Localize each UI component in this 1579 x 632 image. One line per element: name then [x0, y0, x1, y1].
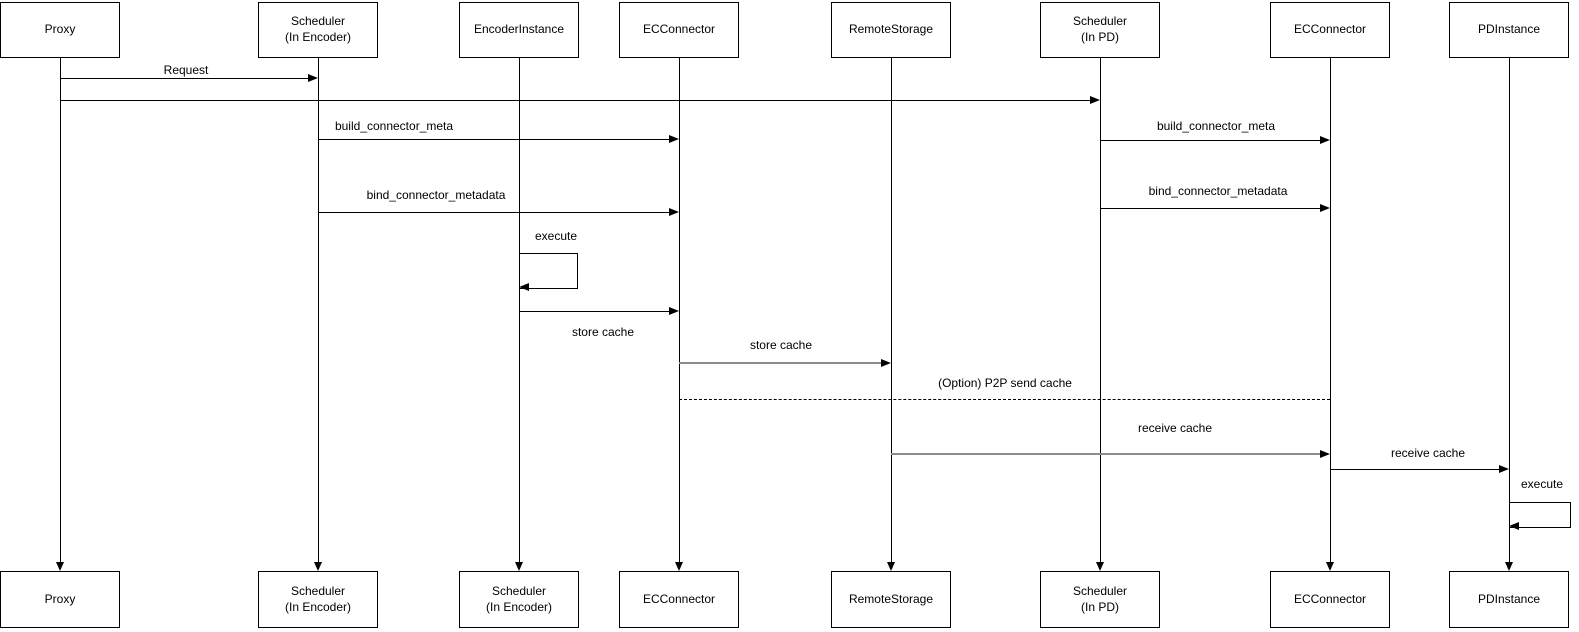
arrowhead-left-icon — [1509, 522, 1519, 530]
message-label-build-connector-meta-right: build_connector_meta — [1156, 119, 1276, 133]
message-label-receive-cache-2: receive cache — [1390, 446, 1466, 460]
message-label-request: Request — [163, 63, 209, 77]
message-arrow-store-cache-1 — [519, 311, 669, 312]
arrowhead-right-icon — [669, 307, 679, 315]
actor-top-scheduler-encoder: Scheduler (In Encoder) — [258, 2, 378, 58]
arrowhead-right-icon — [1090, 96, 1100, 104]
actor-bottom-ec-connector-2: ECConnector — [1270, 571, 1390, 628]
arrowhead-down-icon — [514, 562, 523, 571]
scheduler-encoder-lifeline — [318, 58, 320, 562]
message-arrow-bind-connector-metadata-right — [1100, 208, 1320, 209]
actor-top-proxy: Proxy — [0, 2, 120, 58]
message-arrow-store-cache-2 — [679, 362, 881, 364]
message-arrow-bind-connector-metadata-left — [318, 212, 669, 213]
self-loop-execute-right — [1509, 502, 1571, 528]
pd-instance-lifeline — [1509, 58, 1511, 562]
arrowhead-left-icon — [519, 283, 529, 291]
actor-top-ec-connector-1: ECConnector — [619, 2, 739, 58]
message-arrow-build-connector-meta-left — [318, 139, 669, 140]
arrowhead-right-icon — [669, 135, 679, 143]
ec-connector-1-lifeline — [679, 58, 681, 562]
actor-bottom-scheduler-encoder: Scheduler (In Encoder) — [258, 571, 378, 628]
message-label-execute-left: execute — [534, 229, 578, 243]
message-label-bind-connector-metadata-left: bind_connector_metadata — [366, 188, 506, 202]
actor-top-pd-instance: PDInstance — [1449, 2, 1569, 58]
message-label-store-cache-2: store cache — [749, 338, 813, 352]
remote-storage-lifeline — [891, 58, 893, 562]
actor-bottom-scheduler-pd: Scheduler (In PD) — [1040, 571, 1160, 628]
ec-connector-2-lifeline — [1330, 58, 1332, 562]
message-label-bind-connector-metadata-right: bind_connector_metadata — [1148, 184, 1288, 198]
arrowhead-right-icon — [669, 208, 679, 216]
arrowhead-right-icon — [1320, 136, 1330, 144]
actor-bottom-ec-connector-1: ECConnector — [619, 571, 739, 628]
message-arrow-proxy-to-scheduler-pd — [60, 100, 1090, 101]
scheduler-pd-lifeline — [1100, 58, 1102, 562]
actor-top-remote-storage: RemoteStorage — [831, 2, 951, 58]
actor-bottom-remote-storage: RemoteStorage — [831, 571, 951, 628]
arrowhead-down-icon — [1325, 562, 1334, 571]
arrowhead-down-icon — [674, 562, 683, 571]
arrowhead-right-icon — [1320, 204, 1330, 212]
arrowhead-right-icon — [1320, 450, 1330, 458]
actor-top-scheduler-pd: Scheduler (In PD) — [1040, 2, 1160, 58]
encoder-instance-lifeline — [519, 58, 521, 562]
actor-top-ec-connector-2: ECConnector — [1270, 2, 1390, 58]
actor-bottom-encoder-instance: Scheduler (In Encoder) — [459, 571, 579, 628]
arrowhead-down-icon — [313, 562, 322, 571]
arrowhead-right-icon — [881, 359, 891, 367]
message-label-build-connector-meta-left: build_connector_meta — [334, 119, 454, 133]
message-line-p2p-send-cache — [679, 399, 1330, 400]
message-label-receive-cache-1: receive cache — [1137, 421, 1213, 435]
actor-top-encoder-instance: EncoderInstance — [459, 2, 579, 58]
arrowhead-down-icon — [886, 562, 895, 571]
message-label-store-cache-1: store cache — [571, 325, 635, 339]
message-arrow-build-connector-meta-right — [1100, 140, 1320, 141]
arrowhead-right-icon — [1499, 465, 1509, 473]
message-arrow-receive-cache-2 — [1330, 469, 1499, 470]
arrowhead-down-icon — [1504, 562, 1513, 571]
actor-bottom-pd-instance: PDInstance — [1449, 571, 1569, 628]
message-arrow-receive-cache-1 — [891, 453, 1320, 455]
arrowhead-down-icon — [55, 562, 64, 571]
proxy-lifeline — [60, 58, 62, 562]
arrowhead-down-icon — [1095, 562, 1104, 571]
message-arrow-request — [60, 78, 309, 79]
actor-bottom-proxy: Proxy — [0, 571, 120, 628]
arrowhead-right-icon — [308, 74, 318, 82]
message-label-execute-right: execute — [1520, 477, 1564, 491]
message-label-p2p-send-cache: (Option) P2P send cache — [938, 376, 1072, 390]
self-loop-execute-left — [519, 253, 578, 289]
